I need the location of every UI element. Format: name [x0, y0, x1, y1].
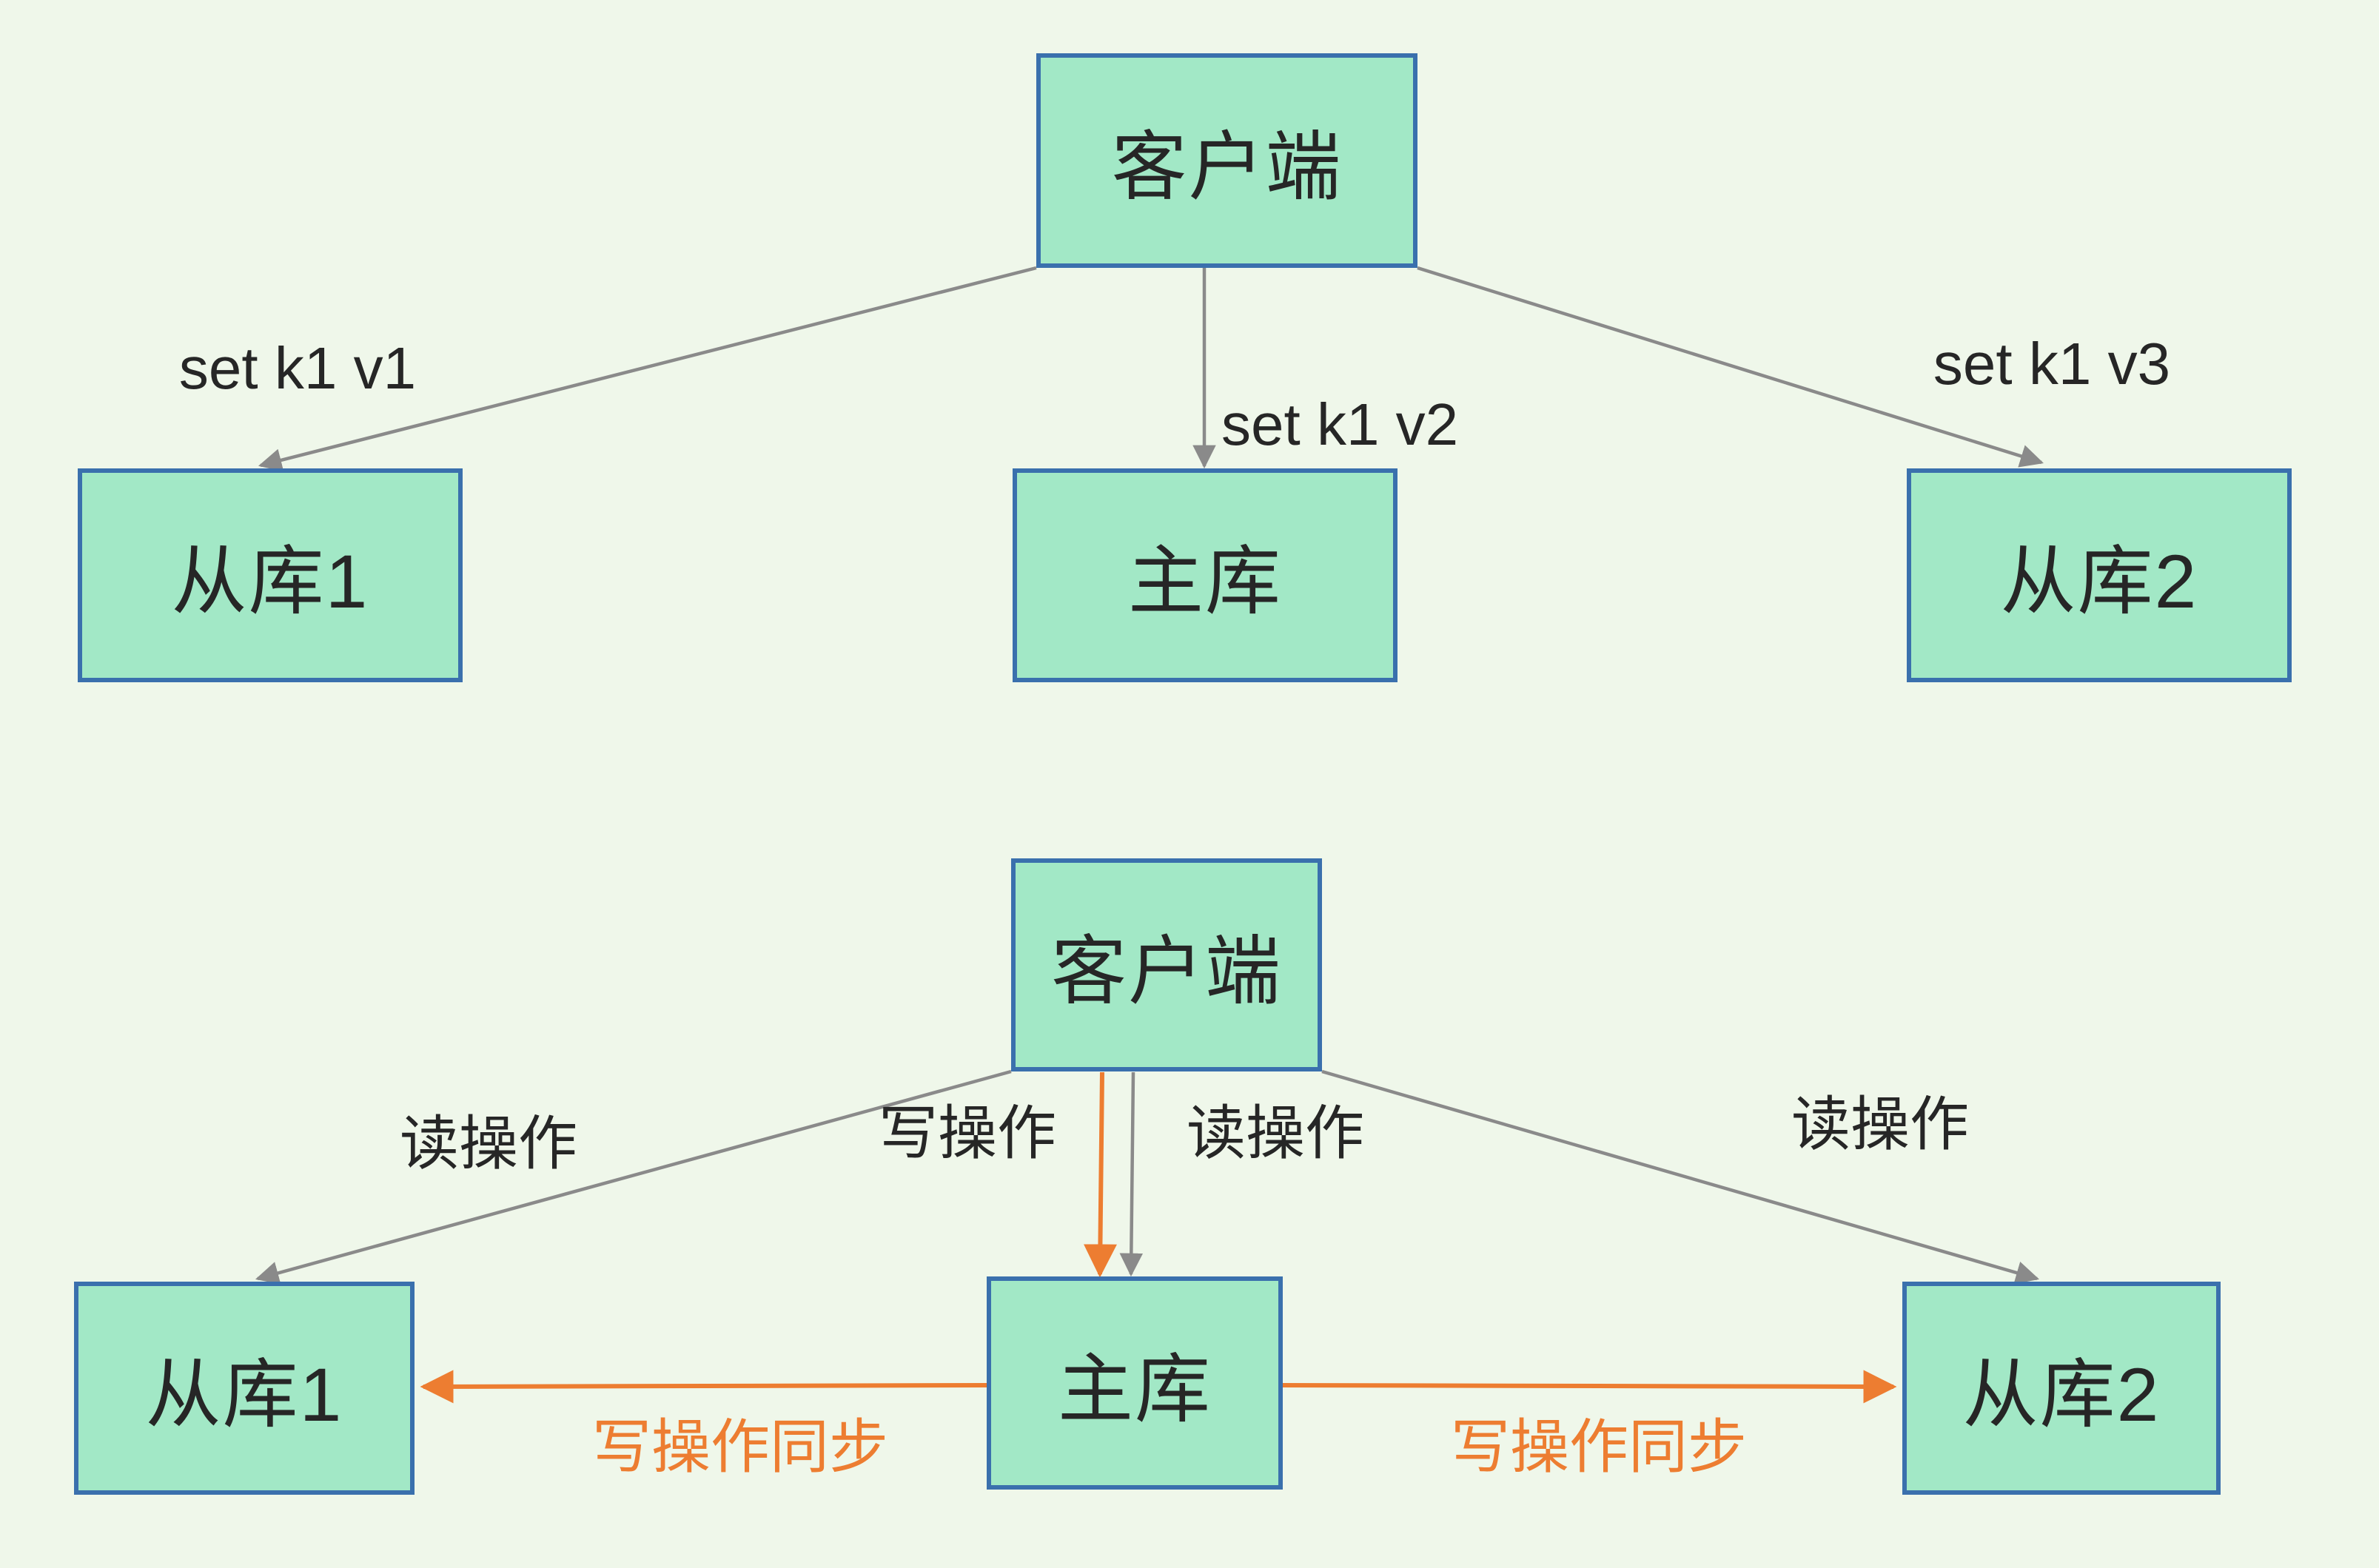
bottom-slave2-node: 从库2: [1902, 1282, 2221, 1495]
edge-label-write-master: 写操作: [879, 1100, 1056, 1166]
bottom-edge-read-to-slave1: [255, 1069, 1012, 1285]
edge-label-read-master: 读操作: [1187, 1100, 1364, 1166]
bottom-slave1-label: 从库1: [145, 1352, 343, 1437]
top-slave2-label: 从库2: [2000, 539, 2198, 624]
edge-label-set-k1-v3: set k1 v3: [1933, 331, 2171, 397]
top-slave1-node: 从库1: [78, 468, 463, 682]
top-client-node: 客户端: [1036, 53, 1417, 268]
edge-label-set-k1-v2: set k1 v2: [1221, 391, 1459, 457]
edge-label-read-slave2: 读操作: [1791, 1091, 1969, 1157]
edge-label-set-k1-v1: set k1 v1: [178, 335, 417, 401]
top-slave1-label: 从库1: [171, 539, 369, 624]
top-edge-client-to-slave1: [258, 266, 1037, 472]
top-master-node: 主库: [1013, 468, 1397, 682]
edge-label-read-slave1: 读操作: [400, 1111, 577, 1177]
top-slave2-node: 从库2: [1907, 468, 2292, 682]
bottom-edge-write-to-master: [1083, 1071, 1117, 1278]
edge-label-sync-slave2: 写操作同步: [1451, 1414, 1747, 1480]
top-master-label: 主库: [1128, 539, 1282, 624]
edge-label-sync-slave1: 写操作同步: [592, 1414, 888, 1480]
bottom-edge-read-to-master: [1119, 1071, 1144, 1277]
bottom-slave1-node: 从库1: [74, 1282, 415, 1495]
bottom-master-node: 主库: [987, 1276, 1283, 1490]
bottom-edge-read-to-slave2: [1321, 1069, 2040, 1285]
top-client-label: 客户端: [1111, 124, 1343, 209]
bottom-edge-sync-to-slave2: [1282, 1370, 1897, 1404]
bottom-client-node: 客户端: [1011, 858, 1322, 1071]
bottom-edge-sync-to-slave1: [420, 1370, 987, 1404]
bottom-client-label: 客户端: [1051, 929, 1282, 1014]
top-edge-client-to-slave2: [1417, 266, 2044, 468]
bottom-master-label: 主库: [1058, 1347, 1212, 1432]
bottom-slave2-label: 从库2: [1962, 1352, 2161, 1437]
